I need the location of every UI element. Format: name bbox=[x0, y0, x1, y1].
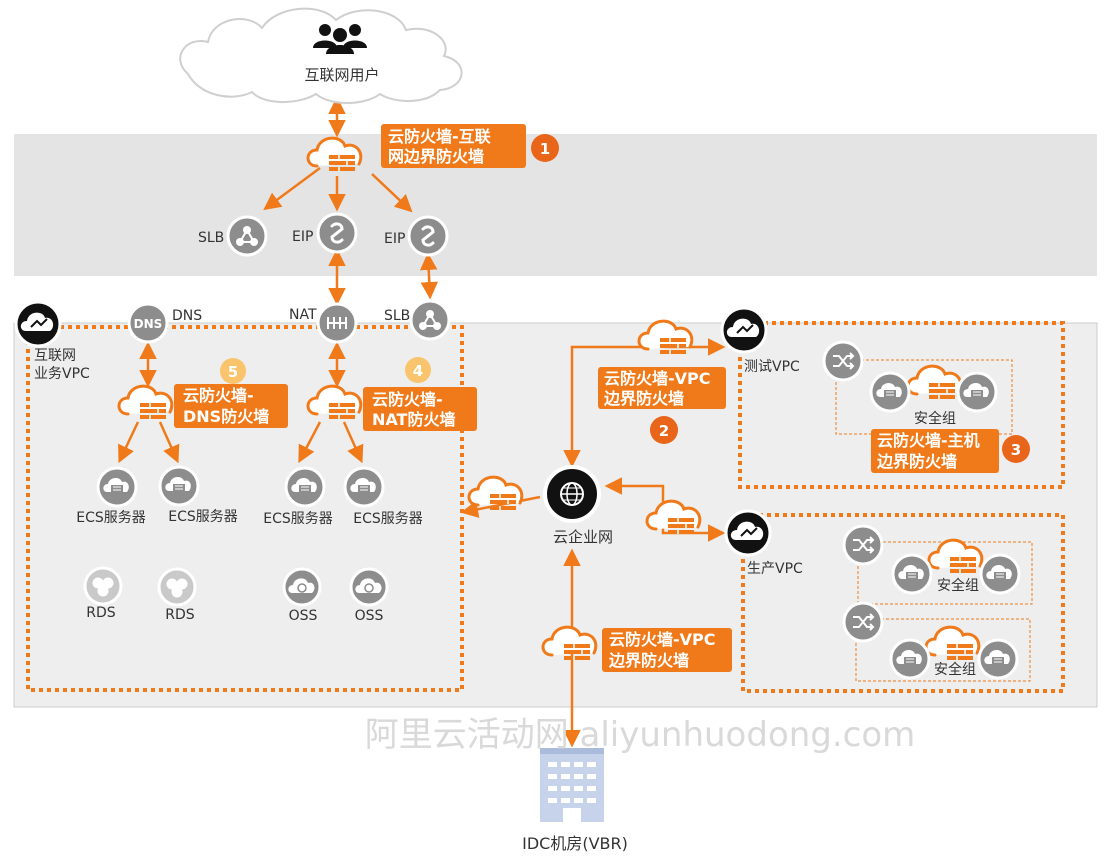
internet-vpc-label-line2: 业务VPC bbox=[34, 366, 90, 382]
prod-vpc-label: 生产VPC bbox=[747, 561, 803, 577]
test-vswitch-icon bbox=[822, 340, 864, 382]
test-ecs-icon-1 bbox=[869, 371, 911, 413]
vpc-firewall-bottom-tag: 云防火墙-VPC 边界防火墙 bbox=[602, 628, 732, 672]
svg-text:2: 2 bbox=[659, 422, 669, 440]
prod-vswitch-icon-2 bbox=[842, 601, 884, 643]
internet-vpc-icon bbox=[14, 300, 62, 348]
users-group-icon bbox=[313, 24, 367, 54]
svg-text:5: 5 bbox=[228, 363, 238, 381]
dns-label: DNS bbox=[172, 308, 202, 324]
slb-top-icon bbox=[226, 215, 268, 257]
slb-mid-label: SLB bbox=[384, 308, 410, 324]
svg-text:NAT防火墙: NAT防火墙 bbox=[372, 410, 455, 429]
prod-vpc-boundary bbox=[741, 513, 1065, 693]
badge-5: 5 bbox=[220, 358, 246, 384]
nat-firewall-tag: 云防火墙- NAT防火墙 bbox=[363, 387, 477, 431]
security-group-label-1: 安全组 bbox=[914, 410, 956, 427]
security-group-label-2: 安全组 bbox=[937, 577, 979, 594]
svg-text:1: 1 bbox=[540, 140, 550, 158]
internet-vpc-label-line1: 互联网 bbox=[34, 348, 76, 364]
svg-text:边界防火墙: 边界防火墙 bbox=[603, 389, 684, 408]
svg-text:云防火墙-: 云防火墙- bbox=[183, 386, 254, 405]
rds-icon-1 bbox=[83, 566, 123, 606]
host-firewall-tag: 云防火墙-主机 边界防火墙 bbox=[871, 429, 999, 473]
prod-vpc-icon bbox=[724, 509, 772, 557]
building-icon bbox=[540, 748, 604, 822]
svg-text:网边界防火墙: 网边界防火墙 bbox=[388, 147, 484, 166]
ecs-label-4: ECS服务器 bbox=[353, 511, 423, 527]
ecs-icon-3 bbox=[284, 466, 326, 508]
internet-users-cloud bbox=[179, 7, 463, 104]
internet-firewall-tag: 云防火墙-互联 网边界防火墙 bbox=[381, 124, 526, 168]
internet-vpc-boundary bbox=[26, 325, 464, 692]
security-group-boundary-3 bbox=[855, 618, 1031, 682]
vpc-firewall-top-tag: 云防火墙-VPC 边界防火墙 bbox=[598, 367, 726, 409]
ecs-icon-4 bbox=[343, 466, 385, 508]
dns-icon: DNS bbox=[127, 302, 169, 344]
idc-label: IDC机房(VBR) bbox=[522, 834, 628, 853]
nat-label: NAT bbox=[289, 307, 317, 323]
ecs-icon-1 bbox=[96, 466, 138, 508]
svg-text:云防火墙-互联: 云防火墙-互联 bbox=[388, 127, 491, 146]
prod-ecs-icon-3 bbox=[889, 638, 931, 680]
test-vpc-icon bbox=[720, 306, 768, 354]
slb-mid-icon bbox=[409, 299, 451, 341]
ecs-label-2: ECS服务器 bbox=[168, 509, 238, 525]
eip-icon-1 bbox=[316, 212, 358, 254]
badge-3: 3 bbox=[1002, 435, 1030, 463]
test-vpc-label: 测试VPC bbox=[744, 359, 800, 375]
rds-label-1: RDS bbox=[86, 605, 116, 621]
dns-firewall-tag: 云防火墙- DNS防火墙 bbox=[174, 384, 288, 428]
prod-ecs-icon-2 bbox=[979, 553, 1021, 595]
ecs-icon-2 bbox=[158, 465, 200, 507]
svg-text:云防火墙-主机: 云防火墙-主机 bbox=[877, 431, 980, 450]
globe-network-icon bbox=[543, 465, 601, 523]
oss-icon-1 bbox=[282, 567, 322, 607]
internet-users-label: 互联网用户 bbox=[304, 66, 379, 84]
svg-text:边界防火墙: 边界防火墙 bbox=[608, 651, 689, 670]
prod-vswitch-icon-1 bbox=[842, 524, 884, 566]
oss-label-1: OSS bbox=[289, 608, 318, 624]
svg-text:4: 4 bbox=[413, 362, 423, 380]
ecs-label-3: ECS服务器 bbox=[263, 511, 333, 527]
svg-text:云防火墙-: 云防火墙- bbox=[372, 390, 443, 409]
badge-4: 4 bbox=[405, 357, 431, 383]
ecs-label-1: ECS服务器 bbox=[76, 510, 146, 526]
eip-label-2: EIP bbox=[384, 231, 405, 247]
oss-label-2: OSS bbox=[355, 608, 384, 624]
svg-text:云防火墙-VPC: 云防火墙-VPC bbox=[609, 630, 716, 649]
rds-icon-2 bbox=[157, 567, 197, 607]
rds-label-2: RDS bbox=[165, 607, 195, 623]
svg-text:3: 3 bbox=[1011, 441, 1021, 459]
cen-label: 云企业网 bbox=[553, 528, 613, 546]
oss-icon-2 bbox=[349, 567, 389, 607]
svg-text:DNS: DNS bbox=[134, 317, 163, 331]
nat-gateway-icon bbox=[316, 302, 358, 344]
svg-text:边界防火墙: 边界防火墙 bbox=[876, 452, 957, 471]
internet-border-band bbox=[14, 134, 1097, 276]
badge-1: 1 bbox=[531, 134, 559, 162]
eip-icon-2 bbox=[407, 215, 449, 257]
test-vpc-boundary bbox=[738, 321, 1065, 489]
security-group-label-3: 安全组 bbox=[934, 661, 976, 678]
slb-top-label: SLB bbox=[198, 230, 224, 246]
prod-ecs-icon-4 bbox=[977, 638, 1019, 680]
svg-text:云防火墙-VPC: 云防火墙-VPC bbox=[604, 369, 711, 388]
test-ecs-icon-2 bbox=[956, 371, 998, 413]
svg-text:DNS防火墙: DNS防火墙 bbox=[183, 407, 269, 426]
prod-ecs-icon-1 bbox=[891, 553, 933, 595]
watermark: 阿里云活动网 aliyunhuodong.com bbox=[365, 715, 916, 755]
badge-2: 2 bbox=[650, 416, 678, 444]
eip-label-1: EIP bbox=[292, 229, 313, 245]
